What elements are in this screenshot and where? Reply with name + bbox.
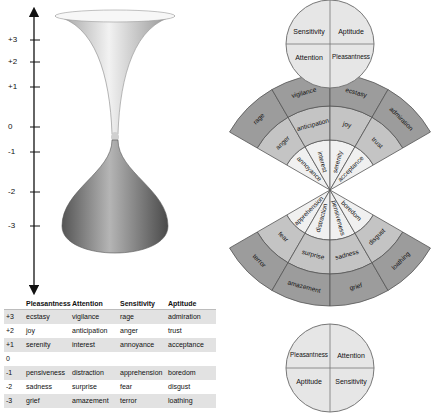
quadrant-label-box: Sensitivity	[293, 28, 325, 35]
table-cell: ecstasy	[26, 313, 50, 320]
fan-segment	[372, 90, 430, 148]
top-circle	[286, 0, 374, 88]
axis-value: -2	[8, 188, 15, 196]
table-cell: joy	[26, 327, 35, 334]
bottom-circle	[286, 324, 374, 412]
quadrant-label-box: Pleasantness	[332, 54, 370, 60]
table-cell: interest	[72, 341, 95, 348]
table-cell: boredom	[168, 369, 196, 376]
table-row-value: -1	[6, 369, 12, 376]
table-cell: annoyance	[120, 341, 154, 348]
dimension-name: Sensitivity	[335, 378, 367, 385]
fan-segment	[272, 263, 330, 306]
table-header: Attention	[72, 300, 103, 307]
table-row-value: 0	[6, 355, 10, 362]
axis-value: -1	[8, 148, 15, 156]
table-cell: amazement	[72, 397, 109, 404]
table-cell: apprehension	[120, 369, 162, 376]
table-header: Sensitivity	[120, 300, 155, 307]
quadrant-label-box: Attention	[295, 54, 323, 61]
table-rows	[4, 298, 216, 408]
table-cell: acceptance	[168, 341, 204, 348]
table-row-value: -3	[6, 397, 12, 404]
axis-value: +3	[8, 36, 17, 44]
table-cell: grief	[26, 397, 40, 404]
table-cell: loathing	[168, 397, 193, 404]
axis-value: +1	[8, 83, 17, 91]
table-row-value: +3	[6, 313, 14, 320]
fans	[230, 74, 431, 306]
quadrant-label-box: Sensitivity	[335, 378, 367, 385]
table-cell: sadness	[26, 383, 52, 390]
table-header: Aptitude	[168, 300, 196, 307]
table-cell: terror	[120, 397, 137, 404]
table-cell: trust	[168, 327, 182, 334]
table-cell: vigilance	[72, 313, 99, 320]
table-cell: admiration	[168, 313, 201, 320]
hourglass-funnel	[55, 16, 175, 134]
axis-value: +2	[8, 58, 17, 66]
dimension-name: Attention	[337, 352, 365, 359]
table-cell: distraction	[72, 369, 104, 376]
quadrant-label-box: Attention	[337, 352, 365, 359]
table-cell: serenity	[26, 341, 51, 348]
table-cell: rage	[120, 313, 134, 320]
table-row-value: +1	[6, 341, 14, 348]
hourglass-rim	[55, 10, 175, 22]
table-cell: pensiveness	[26, 369, 65, 376]
table-row-value: -2	[6, 383, 12, 390]
quadrant-label-box: Pleasantness	[290, 352, 328, 358]
quadrant-label-box: Aptitude	[338, 28, 364, 35]
axis-ticks	[30, 40, 40, 226]
table-header: Pleasantness	[26, 300, 71, 307]
dimension-name: Aptitude	[338, 28, 364, 35]
axis-value: 0	[8, 123, 12, 131]
dimension-name: Sensitivity	[293, 28, 325, 35]
axis-arrow	[33, 12, 34, 290]
table-row-value: +2	[6, 327, 14, 334]
table-cell: fear	[120, 383, 132, 390]
dimension-name: Pleasantness	[290, 352, 328, 358]
table-cell: anticipation	[72, 327, 107, 334]
quadrant-label-box: Aptitude	[296, 378, 322, 385]
fan-segment	[372, 232, 430, 290]
dimension-name: Aptitude	[296, 378, 322, 385]
axis-value: -3	[8, 222, 15, 230]
table-cell: anger	[120, 327, 138, 334]
table-cell: surprise	[72, 383, 97, 390]
dimension-name: Attention	[295, 54, 323, 61]
dimension-name: Pleasantness	[332, 54, 370, 60]
table-cell: disgust	[168, 383, 190, 390]
hourglass-bulb	[62, 140, 168, 253]
